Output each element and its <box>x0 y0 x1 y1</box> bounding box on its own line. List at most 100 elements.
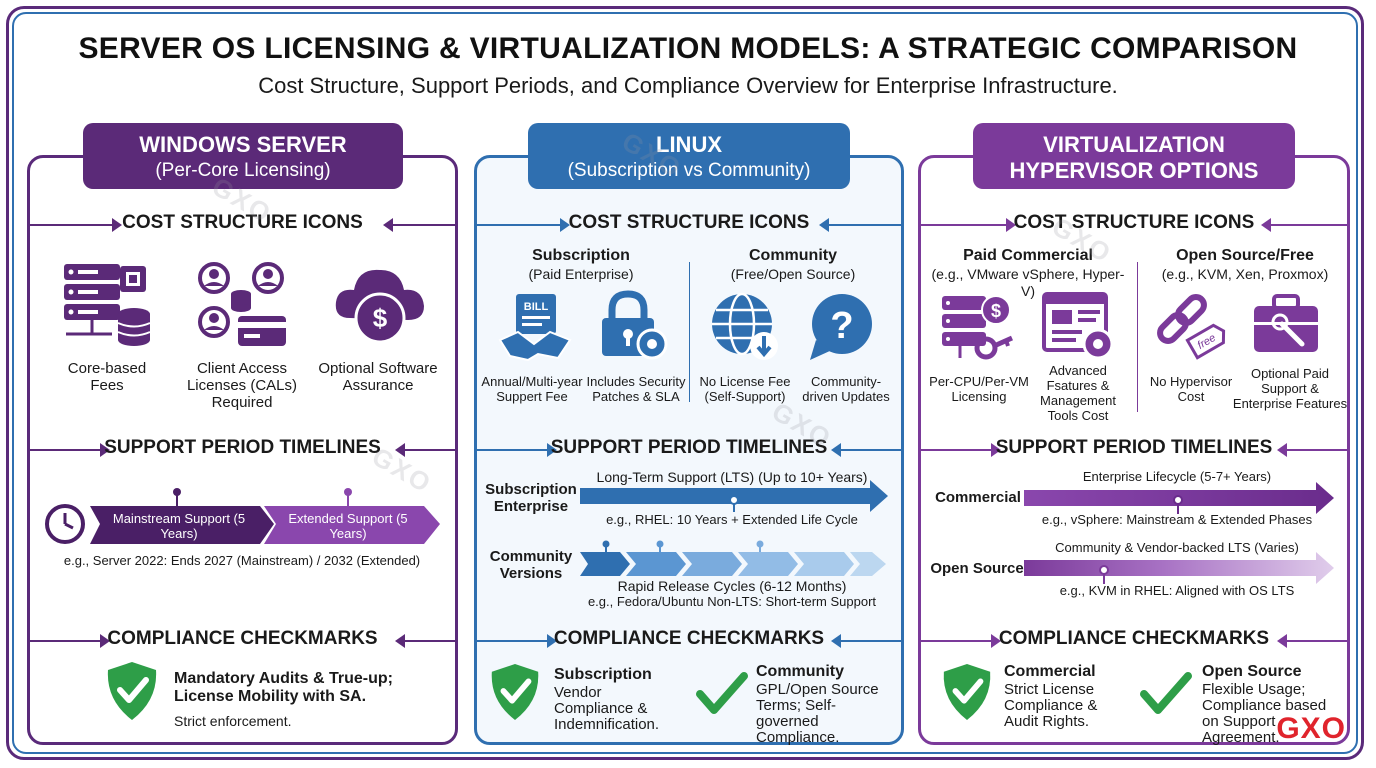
linux-timeline-label-subscription: Subscription Enterprise <box>485 481 577 515</box>
windows-compliance-section-header: COMPLIANCE CHECKMARKS <box>30 628 455 654</box>
windows-mainstream-label: Mainstream Support (5 Years) <box>112 511 246 541</box>
virtualization-support-section-header: SUPPORT PERIOD TIMELINES <box>921 437 1347 463</box>
linux-compliance-section-header: COMPLIANCE CHECKMARKS <box>477 628 901 654</box>
linux-cost-label-security: Includes Security Patches & SLA <box>586 374 686 404</box>
linux-compliance-community-title: Community <box>756 663 844 680</box>
linux-cost-section-header: COST STRUCTURE ICONS <box>477 212 901 238</box>
windows-heading-title: WINDOWS SERVER <box>139 132 347 157</box>
linux-cost-label-support-fee: Annual/Multi-year Suppert Fee <box>481 374 583 404</box>
linux-heading-subtitle: (Subscription vs Community) <box>567 160 811 181</box>
page-subtitle: Cost Structure, Support Periods, and Com… <box>258 73 1118 98</box>
virtualization-support-title: SUPPORT PERIOD TIMELINES <box>995 437 1273 458</box>
linux-heading-title: LINUX <box>656 132 722 157</box>
svg-text:$: $ <box>991 301 1001 321</box>
windows-support-section-header: SUPPORT PERIOD TIMELINES <box>30 437 455 463</box>
virt-cost-label-per-cpu: Per-CPU/Per-VM Licensing <box>929 374 1029 404</box>
linux-compliance-subscription-text: Vendor Compliance & Indemnification. <box>554 684 660 733</box>
linux-compliance-community-text: GPL/Open Source Terms; Self-governed Com… <box>756 681 879 746</box>
question-bubble-icon: ? <box>810 294 872 360</box>
linux-cost-label-no-fee: No License Fee (Self-Support) <box>699 374 791 404</box>
windows-cost-section-header: COST STRUCTURE ICONS <box>30 212 455 238</box>
page-title: SERVER OS LICENSING & VIRTUALIZATION MOD… <box>78 32 1298 65</box>
lock-gear-icon <box>602 290 668 360</box>
virt-group-open-title: Open Source/Free <box>1176 247 1314 264</box>
virt-compliance-commercial-title: Commercial <box>1004 663 1096 680</box>
windows-cost-title: COST STRUCTURE ICONS <box>122 212 363 233</box>
linux-compliance-title: COMPLIANCE CHECKMARKS <box>553 628 825 649</box>
virtualization-cost-section-header: COST STRUCTURE ICONS <box>921 212 1347 238</box>
virt-compliance-commercial-text: Strict License Compliance & Audit Rights… <box>1004 681 1098 730</box>
toolbox-icon <box>1254 294 1318 352</box>
linux-cost-title: COST STRUCTURE ICONS <box>568 212 810 233</box>
windows-compliance-sub: Strict enforcement. <box>174 713 292 729</box>
shield-check-icon <box>107 662 157 720</box>
virt-timeline-example-commercial: e.g., vSphere: Mainstream & Extended Pha… <box>1041 512 1313 527</box>
virt-group-open-subtitle: (e.g., KVM, Xen, Proxmox) <box>1161 266 1329 282</box>
windows-support-timeline <box>45 488 440 544</box>
linux-timeline-example-rapid: e.g., Fedora/Ubuntu Non-LTS: Short-term … <box>587 594 877 609</box>
broken-link-tag-icon: free <box>1157 294 1226 360</box>
bill-handshake-icon: BILL <box>498 294 572 362</box>
linux-group-subscription-subtitle: (Paid Enterprise) <box>528 266 634 282</box>
linux-timeline-label-community: Community Versions <box>489 548 573 582</box>
virt-cost-label-no-cost: No Hypervisor Cost <box>1149 374 1233 404</box>
virtualization-cost-title: COST STRUCTURE ICONS <box>1013 212 1255 233</box>
window-gear-icon <box>1042 292 1114 360</box>
linux-group-subscription-title: Subscription <box>532 247 630 264</box>
checkmark-icon <box>1140 672 1192 714</box>
virtualization-compliance-title: COMPLIANCE CHECKMARKS <box>998 628 1270 649</box>
outer-frame <box>6 6 1364 760</box>
checkmark-icon <box>696 672 748 714</box>
windows-timeline-example: e.g., Server 2022: Ends 2027 (Mainstream… <box>63 553 421 568</box>
linux-support-section-header: SUPPORT PERIOD TIMELINES <box>477 437 901 463</box>
virt-group-divider <box>1137 262 1138 412</box>
virtualization-heading-title: VIRTUALIZATION <box>1043 132 1225 157</box>
virt-timeline-bar-lts: Community & Vendor-backed LTS (Varies) <box>1055 540 1299 555</box>
shield-check-icon <box>491 664 539 720</box>
bill-text: BILL <box>524 301 549 313</box>
server-dollar-key-icon: $ <box>942 295 1014 360</box>
virt-cost-label-optional-support: Optional Paid Support & Enterprise Featu… <box>1232 366 1348 411</box>
svg-text:$: $ <box>373 303 388 333</box>
shield-check-icon <box>943 664 991 720</box>
virt-timeline-label-open-source: Open Source <box>930 560 1024 577</box>
virt-compliance-open-text: Flexible Usage; Compliance based on Supp… <box>1202 681 1327 746</box>
linux-rapid-release-arrows <box>580 540 886 576</box>
virt-commercial-arrow <box>1024 482 1334 514</box>
virt-timeline-bar-enterprise: Enterprise Lifecycle (5-7+ Years) <box>1082 469 1272 484</box>
windows-support-title: SUPPORT PERIOD TIMELINES <box>104 437 381 458</box>
linux-compliance-subscription-title: Subscription <box>554 666 652 683</box>
virt-cost-label-advanced: Advanced Fsatures & Management Tools Cos… <box>1040 363 1116 423</box>
linux-group-community-subtitle: (Free/Open Source) <box>730 266 856 282</box>
windows-extended-label: Extended Support (5 Years) <box>288 511 408 541</box>
linux-lts-arrow <box>580 480 888 512</box>
linux-timeline-example-lts: e.g., RHEL: 10 Years + Extended Life Cyc… <box>606 512 858 527</box>
virt-timeline-example-open-source: e.g., KVM in RHEL: Aligned with OS LTS <box>1059 583 1295 598</box>
svg-text:?: ? <box>830 305 853 347</box>
linux-timeline-bar-rapid: Rapid Release Cycles (6-12 Months) <box>617 578 847 594</box>
windows-cost-label-cals: Client Access Licenses (CALs) Required <box>186 360 298 411</box>
linux-group-divider <box>689 262 690 402</box>
virtualization-heading-subtitle: HYPERVISOR OPTIONS <box>1009 158 1259 183</box>
linux-support-title: SUPPORT PERIOD TIMELINES <box>550 437 828 458</box>
windows-cost-label-core: Core-based Fees <box>67 360 147 394</box>
cloud-dollar-icon: $ <box>335 269 424 344</box>
inner-frame <box>12 12 1358 754</box>
windows-compliance-title: COMPLIANCE CHECKMARKS <box>107 628 378 649</box>
linux-group-community-title: Community <box>749 247 837 264</box>
linux-cost-label-community: Community-driven Updates <box>802 374 890 404</box>
windows-heading: WINDOWS SERVER (Per-Core Licensing) <box>83 123 403 189</box>
brand-logo: GXO <box>1276 712 1346 745</box>
virt-open-source-arrow <box>1024 552 1334 584</box>
virt-group-paid-subtitle: (e.g., VMware vSphere, Hyper-V) <box>931 266 1125 299</box>
virt-group-paid-title: Paid Commercial <box>963 247 1093 264</box>
server-chip-icon <box>64 264 151 346</box>
virt-compliance-open-title: Open Source <box>1202 663 1302 680</box>
virtualization-heading: VIRTUALIZATION HYPERVISOR OPTIONS <box>973 123 1295 189</box>
windows-heading-subtitle: (Per-Core Licensing) <box>155 160 331 181</box>
virt-timeline-label-commercial: Commercial <box>935 489 1021 506</box>
users-card-icon <box>198 262 286 346</box>
windows-cost-label-sa: Optional Software Assurance <box>318 360 438 394</box>
windows-compliance-main: Mandatory Audits & True-up; License Mobi… <box>174 670 393 705</box>
globe-download-icon <box>712 292 778 360</box>
